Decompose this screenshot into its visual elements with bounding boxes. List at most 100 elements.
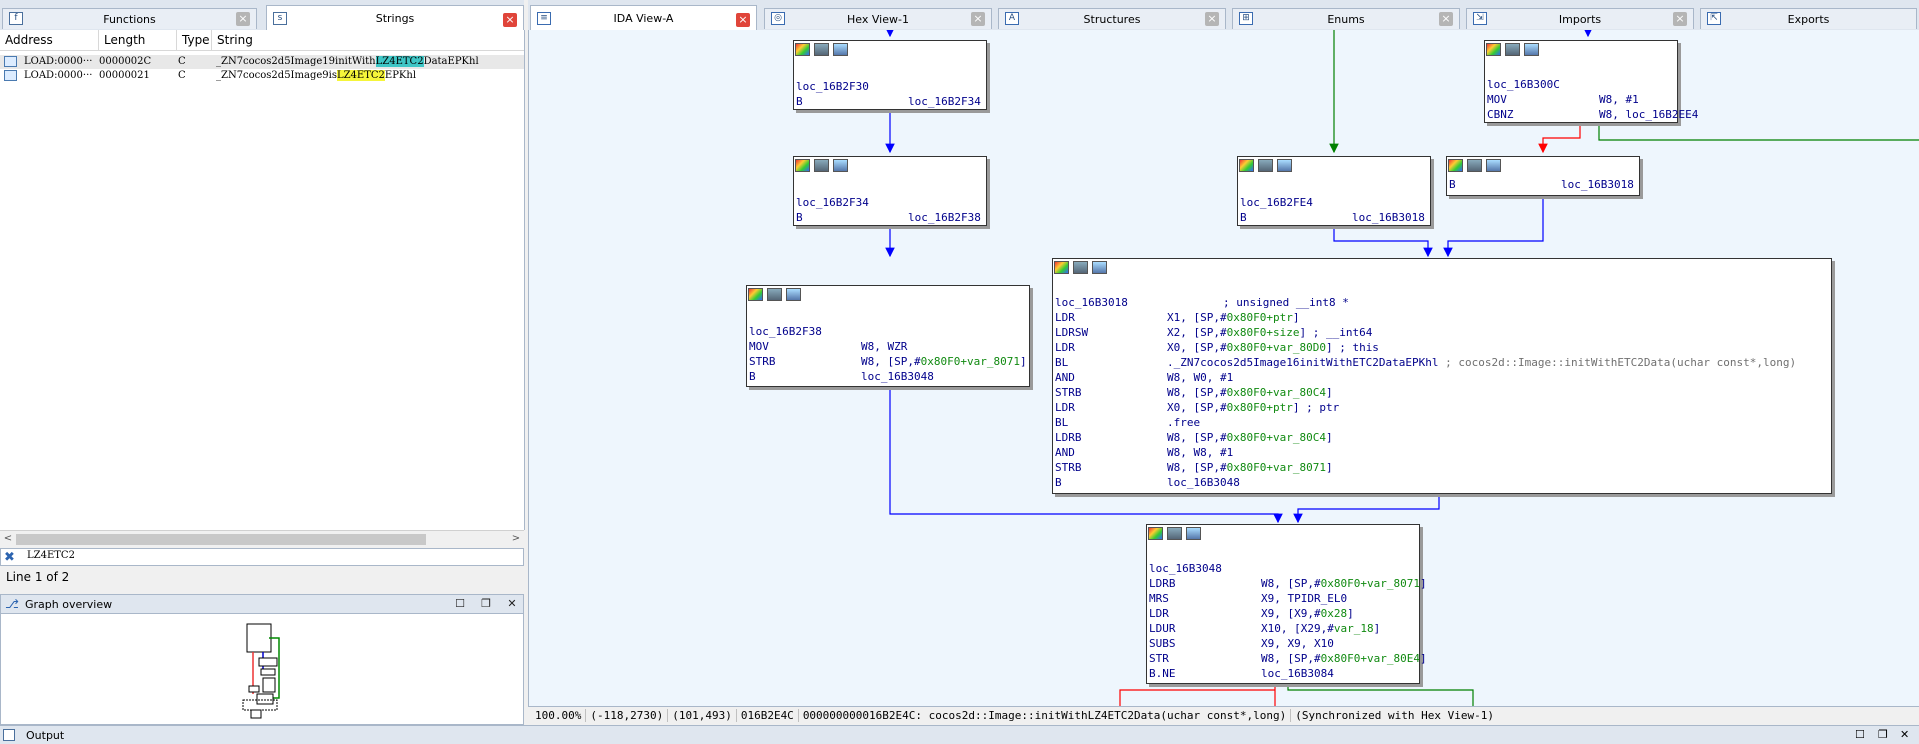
- color-icon[interactable]: [1239, 159, 1254, 172]
- block-label[interactable]: loc_16B3048: [1149, 562, 1222, 575]
- tab-ida-view-a[interactable]: ≡ IDA View-A ×: [530, 5, 757, 30]
- restore-icon[interactable]: ❐: [481, 597, 491, 610]
- scroll-right-icon[interactable]: >: [511, 533, 521, 544]
- group-icon[interactable]: [1186, 527, 1201, 540]
- rename-icon[interactable]: [1167, 527, 1182, 540]
- close-icon[interactable]: ×: [236, 12, 250, 26]
- table-row[interactable]: LOAD:0000··· 00000021 C _ZN7cocos2d5Imag…: [0, 69, 524, 83]
- tab-imports[interactable]: ⇲ Imports ×: [1466, 8, 1694, 29]
- block-label[interactable]: loc_16B2F30: [796, 80, 869, 93]
- close-icon[interactable]: ×: [736, 13, 750, 27]
- restore-icon[interactable]: ❐: [1878, 728, 1888, 741]
- rename-icon[interactable]: [1505, 43, 1520, 56]
- color-icon[interactable]: [748, 288, 763, 301]
- tab-structures[interactable]: A Structures ×: [998, 8, 1226, 29]
- close-icon[interactable]: ×: [971, 12, 985, 26]
- filter-bar[interactable]: ✖ LZ4ETC2: [0, 548, 524, 566]
- close-icon[interactable]: ✕: [507, 597, 517, 610]
- close-icon[interactable]: ×: [503, 13, 517, 27]
- rename-icon[interactable]: [767, 288, 782, 301]
- filter-input[interactable]: LZ4ETC2: [27, 550, 75, 561]
- tab-hex-view-1[interactable]: ◎ Hex View-1 ×: [764, 8, 992, 29]
- group-icon[interactable]: [1524, 43, 1539, 56]
- column-header-length[interactable]: Length: [99, 30, 177, 51]
- group-icon[interactable]: [1277, 159, 1292, 172]
- close-icon[interactable]: ×: [1205, 12, 1219, 26]
- clear-filter-icon[interactable]: ✖: [4, 550, 15, 565]
- instruction-line[interactable]: BL._ZN7cocos2d5Image16initWithETC2DataEP…: [1055, 355, 1829, 370]
- color-icon[interactable]: [1448, 159, 1463, 172]
- close-icon[interactable]: ×: [1439, 12, 1453, 26]
- block-label-line[interactable]: loc_16B3018; unsigned __int8 *: [1055, 295, 1829, 310]
- instruction-line[interactable]: BL.free: [1055, 415, 1829, 430]
- column-header-type[interactable]: Type: [177, 30, 212, 51]
- column-header-string[interactable]: String: [212, 30, 524, 51]
- group-icon[interactable]: [1092, 261, 1107, 274]
- color-icon[interactable]: [1486, 43, 1501, 56]
- maximize-icon[interactable]: ☐: [1855, 728, 1865, 741]
- tab-functions[interactable]: f Functions ×: [2, 8, 257, 29]
- tab-enums[interactable]: ⊞ Enums ×: [1232, 8, 1460, 29]
- block-label[interactable]: loc_16B2F34: [796, 196, 869, 209]
- color-icon[interactable]: [1148, 527, 1163, 540]
- close-icon[interactable]: ×: [1673, 12, 1687, 26]
- rename-icon[interactable]: [1258, 159, 1273, 172]
- scroll-left-icon[interactable]: <: [3, 533, 13, 544]
- group-icon[interactable]: [1486, 159, 1501, 172]
- close-icon[interactable]: ✕: [1900, 728, 1910, 741]
- color-icon[interactable]: [795, 159, 810, 172]
- group-icon[interactable]: [786, 288, 801, 301]
- rename-icon[interactable]: [814, 159, 829, 172]
- tab-strings[interactable]: s Strings ×: [266, 5, 524, 30]
- rename-icon[interactable]: [1073, 261, 1088, 274]
- color-icon[interactable]: [1054, 261, 1069, 274]
- color-icon[interactable]: [795, 43, 810, 56]
- scrollbar-thumb[interactable]: [16, 534, 426, 545]
- group-icon[interactable]: [833, 159, 848, 172]
- group-icon[interactable]: [833, 43, 848, 56]
- tab-exports[interactable]: ⇱ Exports: [1700, 8, 1917, 29]
- table-row[interactable]: LOAD:0000··· 0000002C C _ZN7cocos2d5Imag…: [0, 55, 524, 69]
- column-header-address[interactable]: Address: [0, 30, 99, 51]
- block-label[interactable]: loc_16B300C: [1487, 78, 1560, 91]
- block-label[interactable]: loc_16B2F38: [749, 325, 822, 338]
- graph-overview-canvas[interactable]: [0, 614, 524, 725]
- rename-icon[interactable]: [814, 43, 829, 56]
- rename-icon[interactable]: [1467, 159, 1482, 172]
